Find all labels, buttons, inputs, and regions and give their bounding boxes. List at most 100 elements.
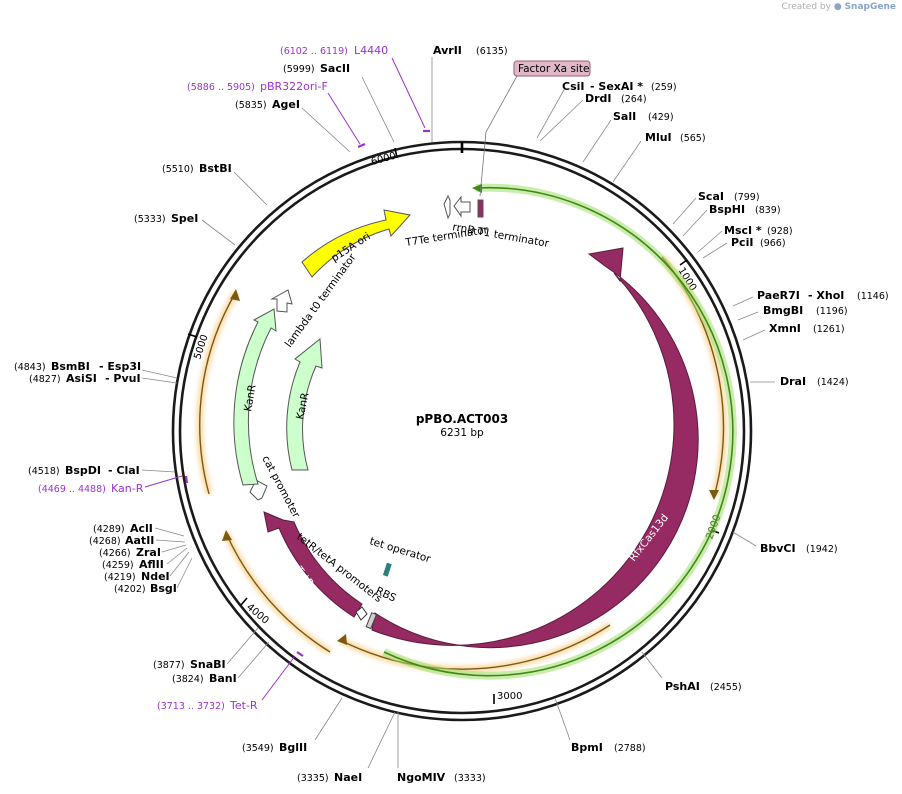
kanr-inner-label: KanR [294,392,311,421]
site-drai-name: DraI [780,375,806,388]
plasmid-title: pPBO.ACT003 6231 bp [416,412,508,439]
site-xmni-pos: (1261) [813,324,845,335]
leader-bsphi [682,209,708,237]
primer-range-l4440: (6102 .. 6119) [280,46,348,57]
leader-sali [582,119,612,163]
leader-bstbi [233,171,268,206]
site-snabi-pos: (3877) [153,660,185,671]
factor-xa-label: Factor Xa site [518,63,589,75]
site-bbvci-name: BbvCI [760,542,796,555]
site-bstbi-name: BstBI [199,162,232,175]
kanr-inner-feature: KanR [286,338,323,471]
site-asisi-pos: (4827) [29,374,61,385]
primer-name-l4440: L4440 [354,44,388,57]
site-mlui-name: MluI [645,131,672,144]
site-msci-name: MscI * [724,224,762,237]
site-spei-pos: (5333) [134,214,166,225]
leader-acli [154,527,185,537]
orange-arc-bottom-head [337,634,347,645]
tetr-feature: TetR [263,511,363,618]
site-naei-name: NaeI [334,771,362,784]
leader-drdi [539,99,584,142]
site-asisi-name: AsiSI [66,372,97,385]
t7te-terminator-arrow [443,194,451,220]
leader-bpmi [554,697,571,741]
leader-scai [672,197,697,225]
tick-label-6000: 6000 [370,151,397,168]
site-scai-pos: (799) [734,192,760,203]
site-bspdi-pos: (4518) [28,466,60,477]
credit-brand: SnapGene [844,2,896,12]
site-pcii-name: PciI [731,236,753,249]
rfxcas13d-arrow [371,247,699,649]
leader-bani [237,641,270,679]
orange-arc-left-lower-head [222,530,232,541]
site-sexai-name: - SexAI * [590,80,643,93]
leader-agei [301,107,351,153]
snapgene-icon: ● [833,2,842,12]
site-csii-name: CsiI [562,80,584,93]
green-arc [383,186,734,677]
site-sali-name: SalI [613,110,636,123]
site-snabi-name: SnaBI [190,658,226,671]
factor-xa-box [513,60,591,77]
site-paer7i-pos: (1146) [857,291,889,302]
orange-arc-left-upper-glow [196,290,240,495]
site-bpmi-pos: (2788) [614,743,646,754]
kanr-outer-label: KanR [242,384,259,413]
tetr-arrow [263,511,363,618]
factor-xa-leader-2 [479,131,487,197]
site-ngomiv-name: NgoMIV [397,771,446,784]
primer-mark-kanr [184,475,189,484]
plasmid-length: 6231 bp [440,427,484,439]
leader-aatii [155,539,186,543]
leader-ndei [169,551,190,577]
leader-bmgbi [737,311,759,321]
leader-asisi [141,377,178,384]
site-pvui-name: - PvuI [105,372,141,385]
primer-range-tetr: (3713 .. 3732) [157,701,225,712]
kanr-inner-arrow [286,338,323,471]
site-ndei-name: NdeI [141,570,170,583]
leader-xmni [742,329,766,341]
green-cds-arc [382,183,737,680]
leader-zrai [161,544,187,553]
site-agei-name: AgeI [272,98,300,111]
site-aflii-pos: (4259) [102,560,134,571]
site-agei-pos: (5835) [235,100,267,111]
site-bani-pos: (3824) [172,674,204,685]
site-bsphi-pos: (839) [755,205,781,216]
tet-operator-label: tet operator [368,535,433,565]
snapgene-credit: Created by ● SnapGene [781,2,896,12]
primer-leader-tetr [261,655,296,701]
site-labels: AvrII (6135) CsiI - SexAI * (259) DrdI (… [14,44,889,784]
primer-name-tetr: Tet-R [229,699,258,712]
factor-xa-callout: Factor Xa site [479,60,591,197]
site-scai-name: ScaI [698,190,724,203]
leader-aflii [166,547,188,565]
leader-bglii [314,697,343,741]
leader-msci [697,230,723,253]
p15a-ori-feature: p15A ori [301,209,411,278]
outer-arcs [196,254,727,673]
leader-bbvci [732,531,757,547]
site-bstbi-pos: (5510) [162,164,194,175]
tick-label-3000: 3000 [497,691,522,702]
site-aatii-name: AatII [125,534,154,547]
orange-arc-left-lower [225,532,331,653]
site-clai-name: - ClaI [108,464,140,477]
site-aflii-name: AflII [139,558,164,571]
rfxcas13d-feature: RfxCas13d [371,247,699,649]
green-arc-head [472,184,482,193]
rrnb-terminator-arrow [453,195,471,218]
site-naei-pos: (3335) [297,773,329,784]
site-bani-name: BanI [209,672,237,685]
site-csii-pos: (259) [651,82,677,93]
site-bmgbi-name: BmgBI [763,304,803,317]
leader-naei [367,711,396,769]
leader-bsmbi [141,369,178,379]
leader-snabi [226,627,259,665]
primer-mark-pbr322 [357,142,366,149]
site-sali-pos: (429) [648,112,674,123]
site-sacii-name: SacII [320,62,350,75]
